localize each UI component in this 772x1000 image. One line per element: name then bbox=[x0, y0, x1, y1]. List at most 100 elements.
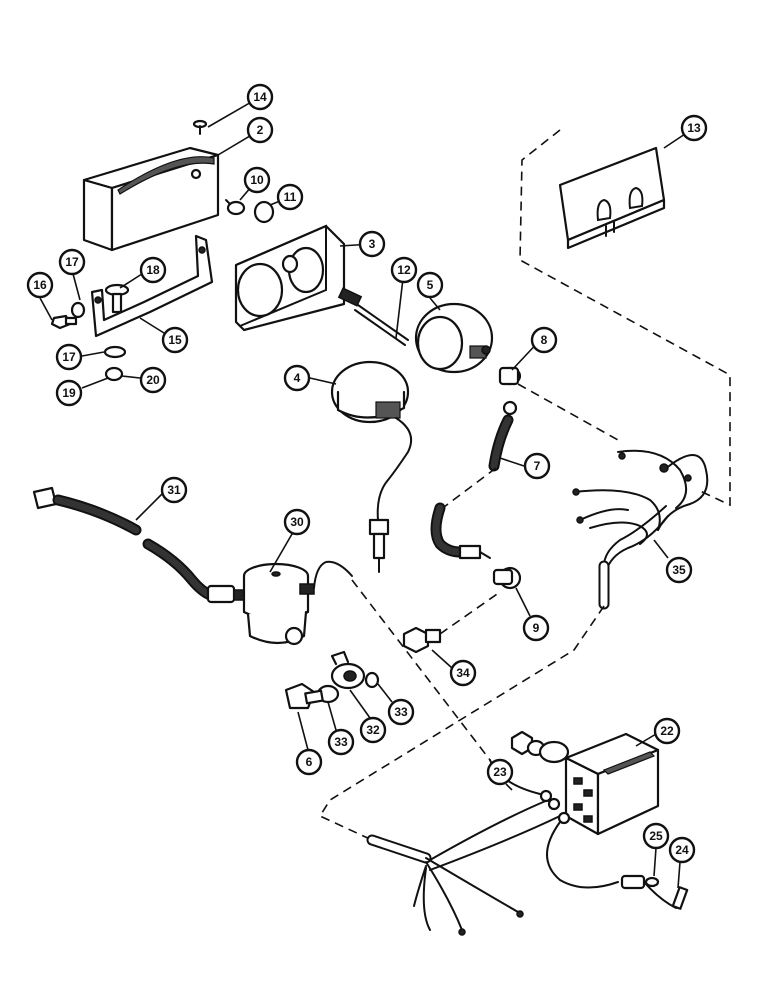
dashed-line-34 bbox=[439, 591, 501, 635]
svg-text:18: 18 bbox=[146, 263, 160, 277]
callout-6: 6 bbox=[295, 748, 323, 776]
part-35-harness bbox=[572, 449, 709, 610]
svg-text:34: 34 bbox=[456, 666, 470, 680]
callout-7: 7 bbox=[523, 452, 551, 480]
callout-35: 35 bbox=[665, 556, 693, 584]
callout-11: 11 bbox=[276, 183, 304, 211]
callout-10: 10 bbox=[243, 166, 271, 194]
callout-25: 25 bbox=[642, 822, 670, 850]
svg-text:4: 4 bbox=[294, 371, 301, 385]
svg-text:31: 31 bbox=[167, 483, 181, 497]
svg-text:22: 22 bbox=[660, 724, 674, 738]
callout-20: 20 bbox=[139, 366, 167, 394]
callout-17-lower: 17 bbox=[55, 343, 83, 371]
svg-text:17: 17 bbox=[65, 255, 79, 269]
part-7-hose bbox=[488, 400, 518, 472]
part-3-panel bbox=[234, 224, 346, 332]
part-25-fuse bbox=[644, 876, 660, 888]
callout-14: 14 bbox=[246, 83, 274, 111]
callout-9: 9 bbox=[522, 614, 550, 642]
svg-text:17: 17 bbox=[62, 350, 76, 364]
callout-17-upper: 17 bbox=[58, 248, 86, 276]
part-22-relay bbox=[564, 732, 660, 836]
part-13-plate bbox=[558, 146, 666, 250]
callout-22: 22 bbox=[653, 717, 681, 745]
svg-text:24: 24 bbox=[675, 843, 689, 857]
part-9-fitting bbox=[492, 566, 522, 590]
part-32-banjo bbox=[330, 650, 366, 690]
callout-2: 2 bbox=[246, 116, 274, 144]
part-17-washer-lower bbox=[103, 345, 127, 359]
part-33-washer-right bbox=[364, 671, 380, 689]
callout-24: 24 bbox=[668, 836, 696, 864]
callout-4: 4 bbox=[283, 364, 311, 392]
svg-text:7: 7 bbox=[534, 459, 541, 473]
svg-text:9: 9 bbox=[533, 621, 540, 635]
svg-text:15: 15 bbox=[168, 333, 182, 347]
callout-30: 30 bbox=[283, 508, 311, 536]
part-31-hose bbox=[32, 486, 245, 604]
callout-19: 19 bbox=[55, 379, 83, 407]
callout-13: 13 bbox=[680, 114, 708, 142]
dashed-line-8 bbox=[517, 383, 619, 441]
part-16-bolt bbox=[50, 314, 78, 330]
part-30-solenoid bbox=[242, 562, 315, 646]
svg-text:11: 11 bbox=[284, 190, 297, 204]
part-6-bolt bbox=[284, 682, 324, 710]
callout-31: 31 bbox=[160, 476, 188, 504]
svg-text:16: 16 bbox=[33, 278, 47, 292]
part-5-gauge bbox=[414, 302, 494, 374]
part-8-elbow bbox=[498, 366, 522, 386]
callout-15: 15 bbox=[161, 326, 189, 354]
part-2-box bbox=[82, 146, 220, 252]
part-12-sender bbox=[337, 287, 409, 346]
callout-18: 18 bbox=[139, 256, 167, 284]
lower-harness bbox=[366, 834, 524, 936]
part-10-bulb bbox=[225, 199, 246, 216]
dashed-line-7 bbox=[439, 467, 497, 511]
dashed-line-30 bbox=[351, 579, 491, 761]
part-18-bolt bbox=[104, 283, 130, 314]
part-20-nut bbox=[104, 366, 124, 382]
callout-12: 12 bbox=[390, 256, 418, 284]
callout-32: 32 bbox=[359, 716, 387, 744]
svg-text:8: 8 bbox=[541, 333, 548, 347]
svg-text:10: 10 bbox=[250, 173, 264, 187]
svg-text:13: 13 bbox=[687, 121, 701, 135]
part-17-washer-upper bbox=[70, 301, 86, 319]
svg-text:25: 25 bbox=[649, 829, 663, 843]
svg-text:33: 33 bbox=[334, 735, 348, 749]
svg-text:12: 12 bbox=[397, 263, 411, 277]
svg-text:14: 14 bbox=[253, 90, 267, 104]
svg-text:30: 30 bbox=[290, 515, 304, 529]
svg-text:2: 2 bbox=[257, 123, 264, 137]
callout-33-left: 33 bbox=[327, 728, 355, 756]
part-14-screw bbox=[192, 119, 208, 135]
part-24-connector bbox=[620, 874, 689, 910]
callout-3: 3 bbox=[358, 230, 386, 258]
part-15-bracket bbox=[90, 234, 214, 338]
part-7-hose-lower bbox=[430, 502, 491, 560]
callout-23: 23 bbox=[486, 758, 514, 786]
callout-33-right: 33 bbox=[387, 698, 415, 726]
relay-washer-large bbox=[538, 740, 570, 764]
part-4-gauge bbox=[330, 360, 410, 424]
part-34-fitting bbox=[402, 626, 442, 654]
svg-text:35: 35 bbox=[672, 563, 686, 577]
callout-8: 8 bbox=[530, 326, 558, 354]
callout-5: 5 bbox=[416, 271, 444, 299]
svg-text:5: 5 bbox=[427, 278, 434, 292]
svg-text:3: 3 bbox=[369, 237, 376, 251]
callout-16: 16 bbox=[26, 271, 54, 299]
dashed-line-harness bbox=[318, 605, 605, 841]
part-11-socket bbox=[253, 200, 275, 224]
part-4-sensor bbox=[368, 518, 390, 573]
part-30-wire bbox=[313, 560, 353, 589]
part-4-wire bbox=[376, 417, 412, 521]
svg-text:20: 20 bbox=[146, 373, 160, 387]
svg-text:23: 23 bbox=[493, 765, 507, 779]
callout-34: 34 bbox=[449, 659, 477, 687]
svg-text:33: 33 bbox=[394, 705, 408, 719]
svg-text:32: 32 bbox=[366, 723, 380, 737]
